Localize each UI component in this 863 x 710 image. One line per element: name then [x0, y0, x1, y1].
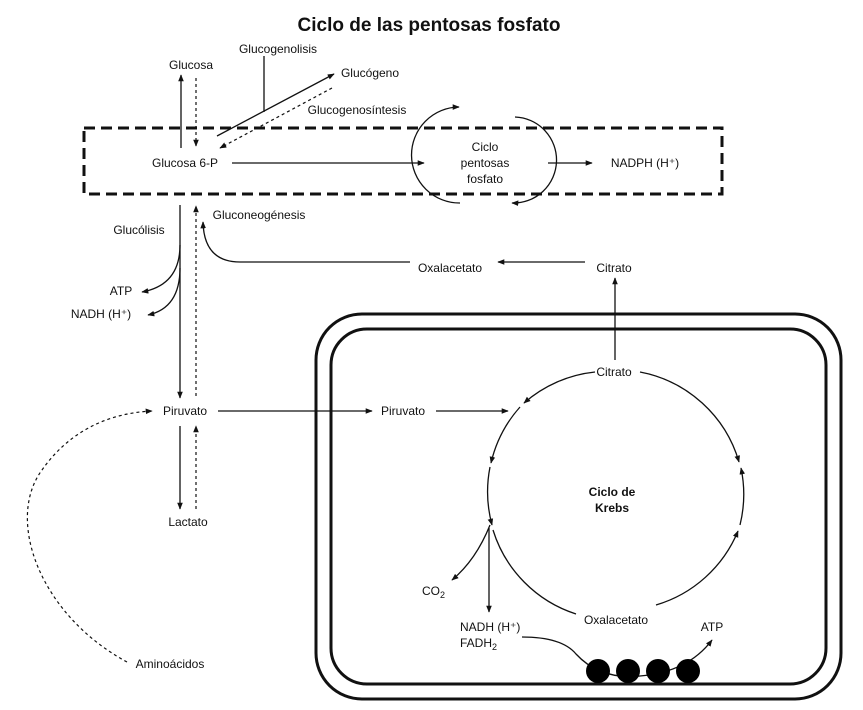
- label-piruvato-mitochondria: Piruvato: [381, 404, 425, 418]
- mitochondria-outer-membrane: [314, 312, 843, 701]
- krebs-arc-6: [739, 467, 746, 526]
- arrow-to-nadh-left: [147, 267, 181, 317]
- label-atp-left: ATP: [110, 284, 132, 298]
- label-krebs-line2: Krebs: [595, 501, 629, 515]
- label-fadh2: FADH2: [460, 636, 497, 652]
- label-citrato-cycle: Citrato: [596, 365, 632, 379]
- pentosas-cycle-right-arc: [511, 116, 558, 207]
- diagram-title: Ciclo de las pentosas fosfato: [298, 15, 561, 36]
- label-glucogenosintesis: Glucogenosíntesis: [308, 103, 407, 117]
- dashed-region-box: [82, 126, 724, 196]
- label-ciclo-pentosas-line1: Ciclo: [472, 140, 499, 154]
- label-lactato: Lactato: [168, 515, 208, 529]
- label-atp-right: ATP: [701, 620, 723, 634]
- atp-synthase-dot-2: [616, 659, 640, 683]
- label-glucosa: Glucosa: [169, 58, 213, 72]
- label-ciclo-pentosas-line2: pentosas: [461, 156, 510, 170]
- arrow-to-co2: [451, 524, 491, 581]
- krebs-arc-3: [486, 466, 494, 526]
- arrow-aminoacidos-to-piruvato: [26, 408, 153, 663]
- label-citrato-top: Citrato: [596, 261, 632, 275]
- label-glucolisis: Glucólisis: [113, 223, 164, 237]
- label-glucosa-6p: Glucosa 6-P: [152, 156, 218, 170]
- label-nadh-bottom: NADH (H⁺): [460, 620, 520, 634]
- label-nadh-left: NADH (H⁺): [71, 307, 131, 321]
- arrow-oxalacetato-to-gluconeogenesis: [200, 221, 410, 263]
- label-piruvato-cytosol: Piruvato: [163, 404, 207, 418]
- label-co2: CO2: [422, 584, 445, 600]
- atp-synthase-dot-4: [676, 659, 700, 683]
- krebs-arc-4: [492, 529, 577, 615]
- label-krebs-line1: Ciclo de: [589, 485, 636, 499]
- label-glucogenolisis: Glucogenolisis: [239, 42, 317, 56]
- krebs-arc-2: [489, 406, 521, 464]
- label-aminoacidos: Aminoácidos: [136, 657, 205, 671]
- label-oxalacetato-top: Oxalacetato: [418, 261, 482, 275]
- label-ciclo-pentosas-line3: fosfato: [467, 172, 503, 186]
- label-oxalacetato-cycle: Oxalacetato: [584, 613, 648, 627]
- arrow-to-atp-left: [141, 244, 181, 294]
- krebs-arc-5: [655, 530, 739, 606]
- atp-synthase-dot-3: [646, 659, 670, 683]
- mitochondria-inner-membrane: [329, 327, 828, 686]
- label-glucogeno: Glucógeno: [341, 66, 399, 80]
- arrow-glucogeno-to-glucosa6p: [219, 87, 333, 149]
- krebs-arc-7: [639, 371, 740, 463]
- label-gluconeogenesis: Gluconeogénesis: [213, 208, 306, 222]
- pentosas-cycle-left-arc: [410, 104, 461, 204]
- krebs-arc-1: [523, 371, 596, 404]
- arrow-glucosa6p-to-glucogeno: [216, 73, 335, 137]
- label-nadph: NADPH (H⁺): [611, 156, 679, 170]
- atp-synthase-dot-1: [586, 659, 610, 683]
